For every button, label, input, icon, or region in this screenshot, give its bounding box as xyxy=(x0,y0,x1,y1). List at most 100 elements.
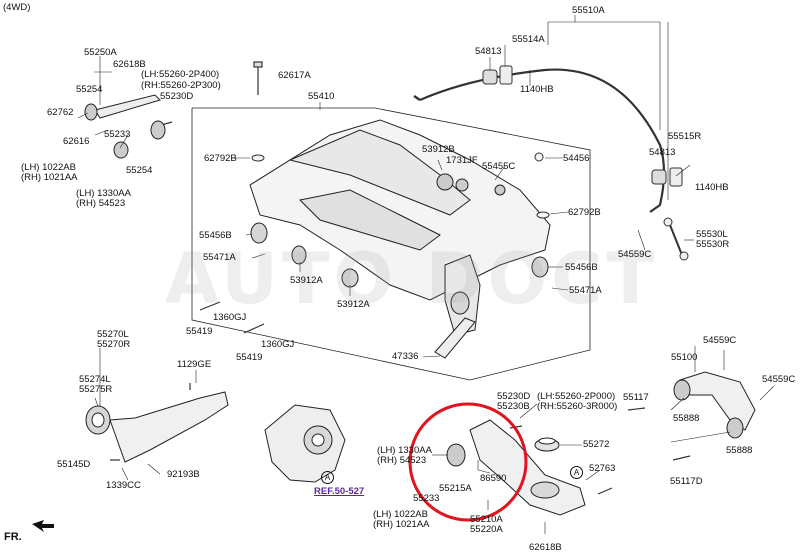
part-86590[interactable]: 86590 xyxy=(480,473,507,484)
part-55220A[interactable]: 55220A xyxy=(470,524,503,535)
part-55230B[interactable]: 55230B xyxy=(497,401,530,412)
ref-50-527-link[interactable]: REF.50-527 xyxy=(314,486,365,497)
part-55471A-a[interactable]: 55471A xyxy=(203,252,236,263)
part-53912A-b[interactable]: 53912A xyxy=(337,299,370,310)
part-62616[interactable]: 62616 xyxy=(63,136,90,147)
part-rh-1021AA[interactable]: (RH) 1021AA xyxy=(21,172,78,183)
part-55270R[interactable]: 55270R xyxy=(97,339,131,350)
part-55510A[interactable]: 55510A xyxy=(572,5,605,16)
part-52763[interactable]: 52763 xyxy=(589,463,616,474)
part-53912A-a[interactable]: 53912A xyxy=(290,275,323,286)
part-55233-b[interactable]: 55233 xyxy=(413,493,440,504)
part-1731JF[interactable]: 1731JF xyxy=(446,155,478,166)
part-lh-1330AA-b[interactable]: (LH) 1330AA xyxy=(377,445,432,456)
part-55515R[interactable]: 55515R xyxy=(668,131,702,142)
variant-label: (4WD) xyxy=(3,2,31,13)
part-55233-a[interactable]: 55233 xyxy=(104,129,131,140)
bolts xyxy=(110,61,691,495)
highlight-circle xyxy=(408,402,528,522)
ref-marker-a-2: A xyxy=(570,466,583,479)
stabilizer-bushing-left xyxy=(482,65,513,85)
lateral-arm xyxy=(673,371,756,439)
stabilizer-bar xyxy=(413,68,666,213)
note-rh-55260: (RH:55260-2P300) xyxy=(141,80,221,91)
stabilizer-link xyxy=(663,217,689,261)
part-54559C-b[interactable]: 54559C xyxy=(703,335,737,346)
part-55145D[interactable]: 55145D xyxy=(57,459,91,470)
part-55410[interactable]: 55410 xyxy=(308,91,335,102)
part-54813-a[interactable]: 54813 xyxy=(475,46,502,57)
subframe-outline xyxy=(191,107,591,381)
front-arrow-icon xyxy=(32,520,54,532)
part-62617A[interactable]: 62617A xyxy=(278,70,311,81)
leader-lines xyxy=(77,15,775,534)
part-55254-a[interactable]: 55254 xyxy=(76,84,103,95)
part-55514A[interactable]: 55514A xyxy=(512,34,545,45)
part-55230D-a[interactable]: 55230D xyxy=(160,91,194,102)
ref-marker-a: A xyxy=(321,471,334,484)
part-55456B-a[interactable]: 55456B xyxy=(199,230,232,241)
part-47336[interactable]: 47336 xyxy=(392,351,419,362)
part-55215A[interactable]: 55215A xyxy=(439,483,472,494)
part-55270L[interactable]: 55270L xyxy=(97,329,129,340)
part-54813-b[interactable]: 54813 xyxy=(649,147,676,158)
part-55230D-b[interactable]: 55230D xyxy=(497,391,531,402)
part-62792B-a[interactable]: 62792B xyxy=(204,153,237,164)
part-55888-a[interactable]: 55888 xyxy=(673,413,700,424)
part-62762[interactable]: 62762 xyxy=(47,107,74,118)
note-lh-55260-b: (LH:55260-2P000) xyxy=(537,391,616,402)
part-55274L[interactable]: 55274L xyxy=(79,374,111,385)
washers xyxy=(251,152,550,219)
part-55530R[interactable]: 55530R xyxy=(696,239,730,250)
knuckle xyxy=(264,404,346,483)
part-rh-54523-b[interactable]: (RH) 54523 xyxy=(377,455,427,466)
heat-shield xyxy=(434,317,476,359)
part-55455C[interactable]: 55455C xyxy=(482,161,516,172)
watermark: AUTO DOCT xyxy=(165,238,659,320)
part-lh-1022AB[interactable]: (LH) 1022AB xyxy=(21,162,76,173)
part-1360GJ-a[interactable]: 1360GJ xyxy=(213,312,247,323)
part-55456B-b[interactable]: 55456B xyxy=(565,262,598,273)
part-62618B-b[interactable]: 62618B xyxy=(529,542,562,553)
part-1140HB-a[interactable]: 1140HB xyxy=(520,84,554,95)
part-55419-b[interactable]: 55419 xyxy=(236,352,263,363)
part-62792B-b[interactable]: 62792B xyxy=(568,207,601,218)
part-54559C-c[interactable]: 54559C xyxy=(762,374,796,385)
lower-arm xyxy=(446,419,586,516)
part-lh-1330AA[interactable]: (LH) 1330AA xyxy=(76,188,131,199)
part-55100[interactable]: 55100 xyxy=(671,352,698,363)
part-55254-b[interactable]: 55254 xyxy=(126,165,153,176)
part-55888-b[interactable]: 55888 xyxy=(726,445,753,456)
front-label: FR. xyxy=(4,531,22,543)
subframe-body xyxy=(249,119,551,336)
part-1360GJ-b[interactable]: 1360GJ xyxy=(261,339,295,350)
trailing-arm xyxy=(85,391,229,463)
part-55275R[interactable]: 55275R xyxy=(79,384,113,395)
part-55117[interactable]: 55117 xyxy=(623,392,649,403)
part-rh-1021AA-b[interactable]: (RH) 1021AA xyxy=(373,519,430,530)
part-54559C-a[interactable]: 54559C xyxy=(618,249,652,260)
stabilizer-bushing-right xyxy=(651,167,683,187)
part-54456[interactable]: 54456 xyxy=(563,153,590,164)
part-55210A[interactable]: 55210A xyxy=(470,514,503,525)
part-1129GE[interactable]: 1129GE xyxy=(177,359,212,370)
part-55117D[interactable]: 55117D xyxy=(670,476,703,487)
upper-arm-left xyxy=(84,94,166,159)
part-92193B[interactable]: 92193B xyxy=(167,469,200,480)
subframe-bushings xyxy=(250,222,549,315)
part-rh-54523[interactable]: (RH) 54523 xyxy=(76,198,126,209)
part-55419-a[interactable]: 55419 xyxy=(186,326,213,337)
part-1339CC[interactable]: 1339CC xyxy=(106,480,141,491)
part-55530L[interactable]: 55530L xyxy=(696,229,728,240)
part-lh-1022AB-b[interactable]: (LH) 1022AB xyxy=(373,509,428,520)
part-62618B-a[interactable]: 62618B xyxy=(113,59,146,70)
part-55272[interactable]: 55272 xyxy=(583,439,610,450)
part-53912B[interactable]: 53912B xyxy=(422,144,455,155)
note-rh-55260-b: (RH:55260-3R000) xyxy=(537,401,618,412)
part-1140HB-b[interactable]: 1140HB xyxy=(695,182,729,193)
part-55250A[interactable]: 55250A xyxy=(84,47,117,58)
part-55471A-b[interactable]: 55471A xyxy=(569,285,602,296)
note-lh-55260: (LH:55260-2P400) xyxy=(141,69,220,80)
